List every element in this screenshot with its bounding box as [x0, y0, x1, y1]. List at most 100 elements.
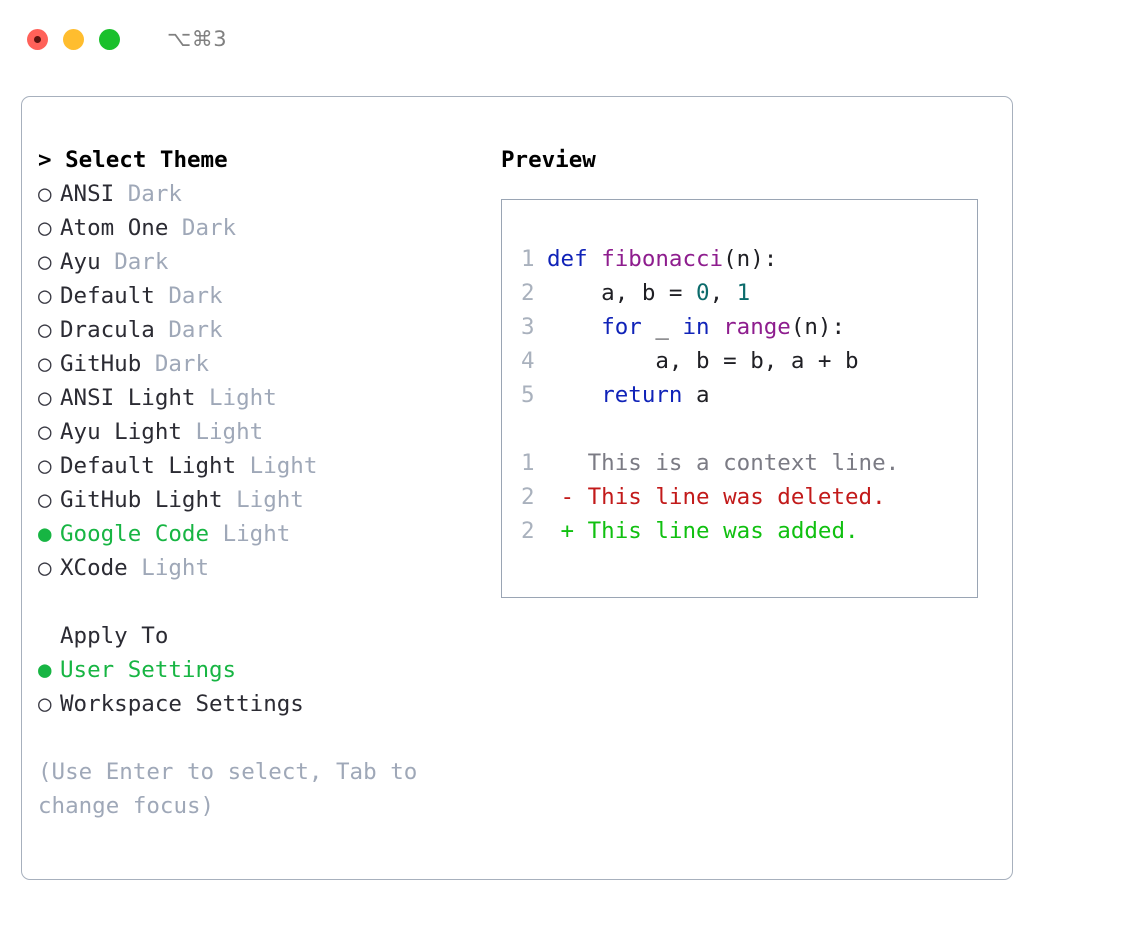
preview-gap: [521, 412, 977, 446]
theme-picker-panel: > Select Theme ○ANSI Dark○Atom One Dark○…: [21, 96, 1013, 880]
theme-option-github-light[interactable]: ○ GitHub Light Light: [38, 483, 508, 517]
line-number: 2: [521, 280, 535, 306]
theme-option-tag: Light: [209, 385, 277, 411]
close-button-icon[interactable]: [27, 28, 48, 50]
theme-option-tag: Dark: [168, 317, 223, 343]
theme-option-label: XCode: [60, 555, 142, 581]
radio-unselected-icon: ○: [38, 181, 52, 207]
theme-option-ayu[interactable]: ○ Ayu Dark: [38, 245, 508, 279]
maximize-button-icon[interactable]: [99, 28, 120, 50]
theme-option-label: Ayu: [60, 249, 115, 275]
code-token: for: [601, 314, 642, 340]
theme-option-label: Google Code: [60, 521, 223, 547]
theme-option-label: GitHub Light: [60, 487, 237, 513]
theme-option-label: ANSI Light: [60, 385, 210, 411]
theme-option-label: Default Light: [60, 453, 250, 479]
radio-unselected-icon: ○: [38, 215, 52, 241]
theme-option-github[interactable]: ○ GitHub Dark: [38, 347, 508, 381]
radio-unselected-icon: ○: [38, 283, 52, 309]
theme-option-tag: Light: [195, 419, 264, 445]
code-token: a, b =: [547, 280, 697, 306]
code-token: a: [682, 382, 710, 408]
apply-to-option-workspace-settings[interactable]: ○ Workspace Settings: [38, 687, 508, 721]
preview-title: Preview: [501, 147, 596, 173]
title-bar: ⌥⌘3: [0, 0, 1140, 78]
theme-option-tag: Light: [141, 555, 210, 581]
keyboard-shortcut-label: ⌥⌘3: [167, 27, 228, 51]
code-line: 4 a, b = b, a + b: [521, 344, 977, 378]
code-line: 5 return a: [521, 378, 977, 412]
theme-option-list: ○ ANSI Dark ○ Atom One Dark ○ Ayu Dark ○ Defaul…: [38, 177, 508, 585]
code-token: [710, 314, 724, 340]
code-token: [547, 382, 601, 408]
apply-to-option-label: Workspace Settings: [60, 691, 304, 717]
line-number: 2: [521, 518, 535, 544]
radio-unselected-icon: ○: [38, 419, 52, 445]
code-token: 0: [696, 280, 710, 306]
code-token: def: [547, 246, 602, 272]
radio-unselected-icon: ○: [38, 249, 52, 275]
apply-to-heading: Apply To: [60, 623, 169, 649]
line-number: 2: [521, 484, 535, 510]
radio-selected-icon: ●: [38, 657, 52, 683]
radio-unselected-icon: ○: [38, 453, 52, 479]
theme-option-atom-one[interactable]: ○ Atom One Dark: [38, 211, 508, 245]
theme-option-xcode[interactable]: ○ XCode Light: [38, 551, 508, 585]
diff-line-text: - This line was deleted.: [547, 484, 886, 510]
radio-unselected-icon: ○: [38, 691, 52, 717]
theme-option-tag: Dark: [181, 215, 237, 241]
theme-option-tag: Dark: [168, 283, 223, 309]
diff-line-text: + This line was added.: [547, 518, 859, 544]
theme-option-default-light[interactable]: ○ Default Light Light: [38, 449, 508, 483]
prompt-caret: >: [38, 147, 66, 173]
theme-option-tag: Dark: [154, 351, 210, 377]
theme-option-tag: Light: [222, 521, 291, 547]
apply-to-option-user-settings[interactable]: ● User Settings: [38, 653, 508, 687]
theme-option-tag: Light: [236, 487, 304, 513]
list-spacer: [38, 585, 508, 619]
page-title: > Select Theme: [38, 143, 508, 177]
code-line: 2 a, b = 0, 1: [521, 276, 977, 310]
theme-option-ansi-light[interactable]: ○ANSI Light Light: [38, 381, 508, 415]
theme-option-default[interactable]: ○ Default Dark: [38, 279, 508, 313]
radio-unselected-icon: ○: [38, 351, 52, 377]
radio-unselected-icon: ○: [38, 487, 52, 513]
code-token: in: [682, 314, 710, 340]
radio-unselected-icon: ○: [38, 555, 52, 581]
diff-line-ctx: 1 This is a context line.: [521, 446, 977, 480]
code-token: [547, 314, 601, 340]
theme-option-label: Default: [60, 283, 169, 309]
apply-to-option-list: ● User Settings ○ Workspace Settings: [38, 653, 508, 721]
code-token: return: [601, 382, 683, 408]
diff-sample: 1 This is a context line. 2 - This line w…: [521, 446, 977, 548]
code-token: range: [723, 314, 791, 340]
line-number: 1: [521, 450, 535, 476]
theme-option-tag: Dark: [127, 181, 182, 207]
theme-option-ansi[interactable]: ○ ANSI Dark: [38, 177, 508, 211]
theme-option-google-code[interactable]: ● Google Code Light: [38, 517, 508, 551]
minimize-button-icon[interactable]: [63, 28, 84, 50]
theme-option-label: Atom One: [60, 215, 182, 241]
theme-option-label: ANSI: [60, 181, 128, 207]
code-token: (n):: [790, 314, 846, 340]
code-line: 3 for _ in range(n):: [521, 310, 977, 344]
theme-option-ayu-light[interactable]: ○Ayu Light Light: [38, 415, 508, 449]
radio-selected-icon: ●: [38, 521, 52, 547]
apply-to-option-label: User Settings: [60, 657, 237, 683]
theme-option-label: GitHub: [60, 351, 155, 377]
code-token: (n):: [723, 246, 778, 272]
line-number: 1: [521, 246, 535, 272]
theme-option-label: Dracula: [60, 317, 169, 343]
theme-option-tag: Dark: [114, 249, 169, 275]
theme-option-tag: Light: [249, 453, 318, 479]
line-number: 4: [521, 348, 535, 374]
radio-unselected-icon: ○: [38, 317, 52, 343]
line-number: 3: [521, 314, 535, 340]
diff-line-text: This is a context line.: [547, 450, 900, 476]
code-token: 1: [736, 280, 751, 306]
theme-option-dracula[interactable]: ○ Dracula Dark: [38, 313, 508, 347]
